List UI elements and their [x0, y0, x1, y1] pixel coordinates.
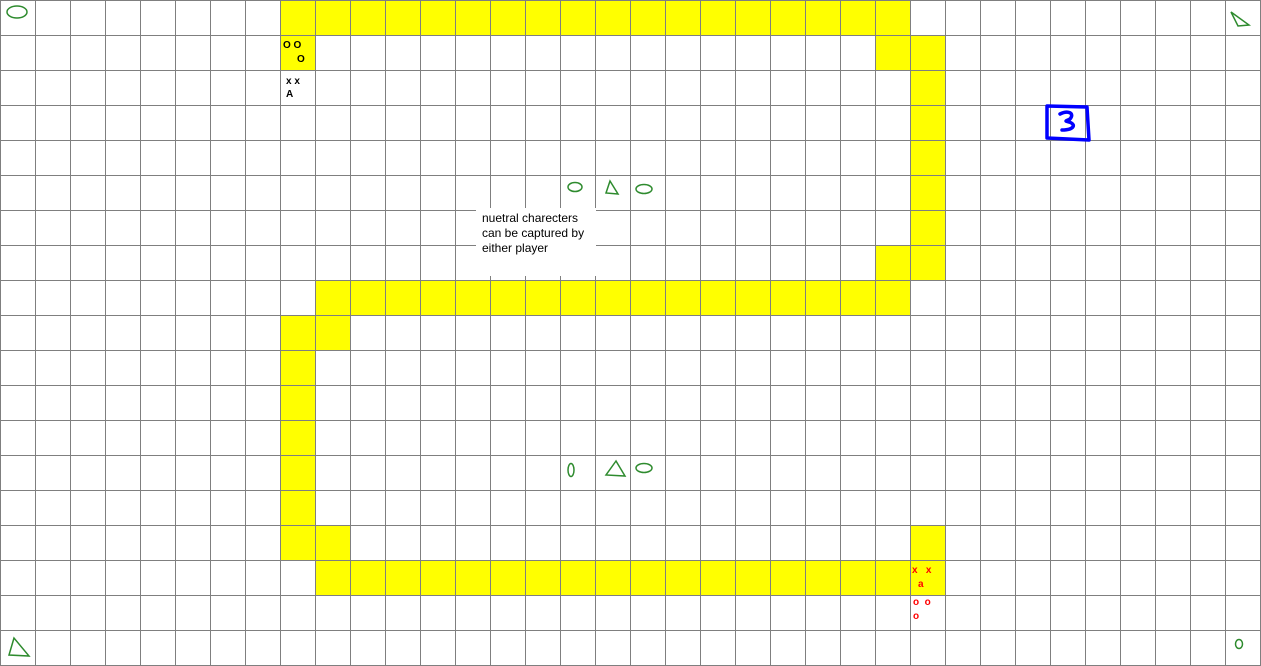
path-tile[interactable]	[455, 281, 490, 316]
path-tile[interactable]	[910, 211, 945, 246]
red-piece-label: x x	[912, 565, 932, 576]
path-tile[interactable]	[805, 1, 840, 36]
path-tile[interactable]	[525, 561, 560, 596]
path-tile[interactable]	[910, 106, 945, 141]
triangle-icon[interactable]	[602, 459, 628, 479]
path-tile[interactable]	[420, 281, 455, 316]
path-tile[interactable]	[595, 281, 630, 316]
path-tile[interactable]	[770, 561, 805, 596]
path-tile[interactable]	[665, 561, 700, 596]
path-tile[interactable]	[910, 141, 945, 176]
path-tile[interactable]	[490, 561, 525, 596]
path-tile[interactable]	[315, 526, 350, 561]
note-line: either player	[482, 241, 549, 255]
ellipse-icon[interactable]	[566, 180, 584, 194]
path-tile[interactable]	[805, 561, 840, 596]
note-line: can be captured by	[482, 226, 585, 240]
path-tile[interactable]	[280, 526, 315, 561]
black-piece-label: A	[286, 89, 294, 100]
path-tile[interactable]	[350, 1, 385, 36]
triangle-icon[interactable]	[4, 636, 32, 660]
path-tile[interactable]	[910, 526, 945, 561]
path-tile[interactable]	[455, 561, 490, 596]
path-tile[interactable]	[595, 1, 630, 36]
path-tile[interactable]	[315, 316, 350, 351]
note-line: nuetral charecters	[482, 211, 579, 225]
path-tile[interactable]	[280, 421, 315, 456]
path-tile[interactable]	[770, 1, 805, 36]
path-tile[interactable]	[280, 386, 315, 421]
path-tile[interactable]	[280, 351, 315, 386]
path-tile[interactable]	[735, 281, 770, 316]
path-tile[interactable]	[875, 36, 910, 71]
path-tile[interactable]	[385, 1, 420, 36]
path-tile[interactable]	[280, 456, 315, 491]
path-tile[interactable]	[805, 281, 840, 316]
path-tile[interactable]	[910, 176, 945, 211]
path-tile[interactable]	[910, 71, 945, 106]
path-tile[interactable]	[875, 1, 910, 36]
path-tile[interactable]	[840, 1, 875, 36]
ellipse-icon[interactable]	[1232, 636, 1246, 652]
path-tile[interactable]	[770, 281, 805, 316]
path-tile[interactable]	[840, 561, 875, 596]
path-tile[interactable]	[630, 1, 665, 36]
path-tile[interactable]	[315, 1, 350, 36]
path-tile[interactable]	[280, 1, 315, 36]
ellipse-icon[interactable]	[565, 461, 577, 479]
path-tile[interactable]	[280, 36, 315, 71]
empty-slot	[295, 88, 309, 101]
path-tile[interactable]	[490, 281, 525, 316]
path-tile[interactable]	[280, 491, 315, 526]
path-tile[interactable]	[700, 1, 735, 36]
triangle-icon[interactable]	[602, 179, 620, 197]
path-tile[interactable]	[420, 561, 455, 596]
black-piece-label: O	[297, 54, 305, 65]
path-tile[interactable]	[700, 281, 735, 316]
path-tile[interactable]	[350, 561, 385, 596]
red-piece-label: o o	[913, 597, 931, 608]
rule-note: nuetral charecters can be captured by ei…	[476, 208, 596, 276]
blue-3-scribble-icon[interactable]	[1042, 102, 1094, 146]
path-tile[interactable]	[385, 561, 420, 596]
path-tile[interactable]	[630, 561, 665, 596]
path-tile[interactable]	[700, 561, 735, 596]
black-piece-label: x x	[286, 76, 300, 87]
path-tile[interactable]	[910, 246, 945, 281]
path-tile[interactable]	[350, 281, 385, 316]
path-tile[interactable]	[735, 561, 770, 596]
path-tile[interactable]	[315, 561, 350, 596]
path-tile[interactable]	[875, 561, 910, 596]
path-tile[interactable]	[560, 561, 595, 596]
path-tile[interactable]	[385, 281, 420, 316]
path-tile[interactable]	[665, 1, 700, 36]
path-tile[interactable]	[455, 1, 490, 36]
path-tile[interactable]	[560, 1, 595, 36]
ellipse-icon[interactable]	[634, 461, 654, 475]
path-tile[interactable]	[525, 1, 560, 36]
path-tile[interactable]	[735, 1, 770, 36]
path-tile[interactable]	[525, 281, 560, 316]
path-tile[interactable]	[490, 1, 525, 36]
triangle-icon[interactable]	[1228, 9, 1252, 29]
path-tile[interactable]	[420, 1, 455, 36]
path-tile[interactable]	[665, 281, 700, 316]
red-piece-label: o	[913, 611, 920, 622]
ellipse-icon[interactable]	[5, 4, 29, 20]
path-tile[interactable]	[910, 36, 945, 71]
path-tile[interactable]	[840, 281, 875, 316]
path-tile[interactable]	[280, 316, 315, 351]
path-tile[interactable]	[875, 281, 910, 316]
red-piece-label: a	[918, 579, 924, 590]
black-piece-label: O O	[283, 40, 302, 51]
ellipse-icon[interactable]	[634, 182, 654, 196]
path-tile[interactable]	[875, 246, 910, 281]
path-tile[interactable]	[315, 281, 350, 316]
path-tile[interactable]	[910, 561, 945, 596]
path-tile[interactable]	[630, 281, 665, 316]
path-tile[interactable]	[595, 561, 630, 596]
path-tile[interactable]	[560, 281, 595, 316]
